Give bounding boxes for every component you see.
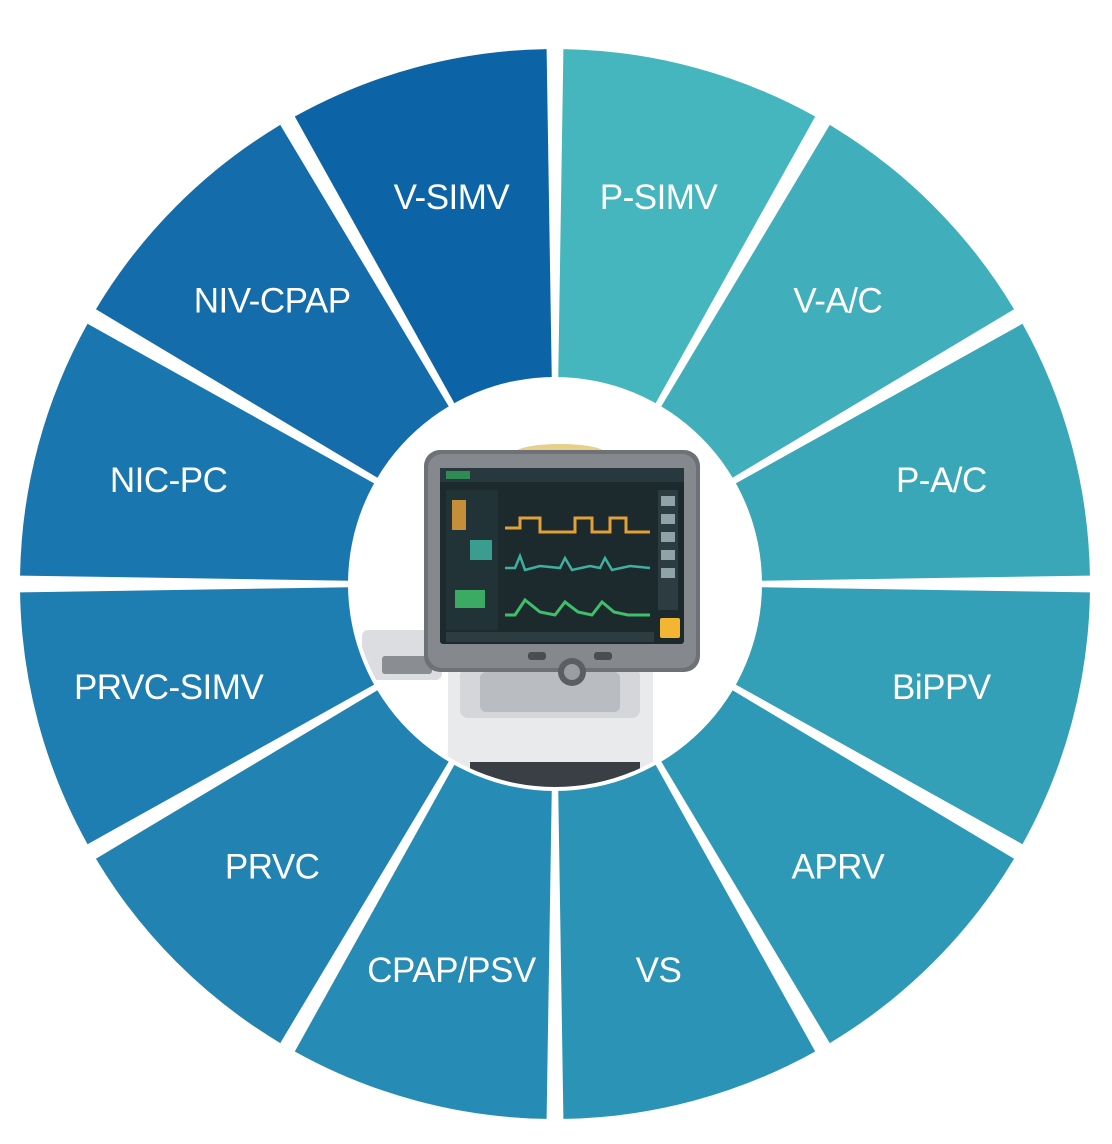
alarm-button	[660, 618, 680, 638]
mode-label: P-A/C	[896, 461, 987, 500]
pressure-waveform	[505, 516, 650, 534]
flow-waveform	[505, 552, 651, 572]
mode-label: NIC-PC	[110, 461, 228, 500]
monitor-screen	[440, 468, 684, 644]
mode-label: CPAP/PSV	[367, 951, 537, 990]
volume-waveform	[505, 597, 650, 617]
mode-label: NIV-CPAP	[194, 282, 351, 321]
mode-label: P-SIMV	[600, 178, 719, 217]
mode-labels: P-SIMV V-A/C P-A/C BiPPV APRV VS CPAP/PSV PRVC P…	[74, 178, 992, 990]
mode-label: BiPPV	[892, 668, 992, 707]
mode-label: V-SIMV	[394, 178, 511, 217]
mode-label: V-A/C	[793, 282, 882, 321]
mode-label: VS	[636, 951, 682, 990]
mode-label: APRV	[791, 847, 885, 886]
mode-label: PRVC-SIMV	[74, 668, 264, 707]
mode-label: PRVC	[225, 847, 320, 886]
